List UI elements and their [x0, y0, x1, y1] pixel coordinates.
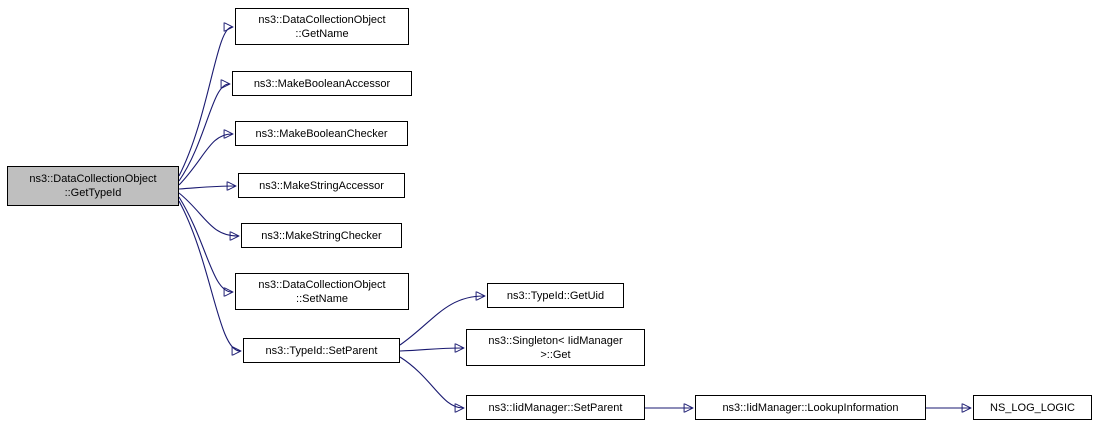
node-iidmanager-setparent[interactable]: ns3::IidManager::SetParent	[466, 395, 645, 420]
node-makebooleanchecker[interactable]: ns3::MakeBooleanChecker	[235, 121, 408, 146]
edge-setparent-singleton-get	[399, 348, 463, 351]
node-makestringchecker[interactable]: ns3::MakeStringChecker	[241, 223, 402, 248]
node-typeid-getuid[interactable]: ns3::TypeId::GetUid	[487, 283, 624, 308]
edge-setparent-iid-setparent	[399, 356, 463, 408]
node-ns-log-logic[interactable]: NS_LOG_LOGIC	[973, 395, 1092, 420]
node-lookupinformation[interactable]: ns3::IidManager::LookupInformation	[695, 395, 926, 420]
edge-gettypeid-makestringchecker	[178, 192, 238, 236]
node-makestringaccessor[interactable]: ns3::MakeStringAccessor	[238, 173, 405, 198]
node-makebooleanaccessor[interactable]: ns3::MakeBooleanAccessor	[232, 71, 412, 96]
node-getname[interactable]: ns3::DataCollectionObject ::GetName	[235, 8, 409, 45]
node-typeid-setparent[interactable]: ns3::TypeId::SetParent	[243, 338, 400, 363]
edge-gettypeid-typeid-setparent	[178, 200, 240, 351]
edge-gettypeid-setname	[178, 196, 232, 292]
edge-setparent-getuid	[399, 296, 484, 346]
node-setname[interactable]: ns3::DataCollectionObject ::SetName	[235, 273, 409, 310]
edge-gettypeid-getname	[178, 27, 232, 177]
edge-gettypeid-makebooleanchecker	[178, 134, 232, 186]
node-singleton-get[interactable]: ns3::Singleton< IidManager >::Get	[466, 329, 645, 366]
edge-gettypeid-makebooleanaccessor	[178, 84, 229, 182]
edge-gettypeid-makestringaccessor	[178, 186, 235, 189]
node-gettypeid[interactable]: ns3::DataCollectionObject ::GetTypeId	[7, 166, 179, 206]
